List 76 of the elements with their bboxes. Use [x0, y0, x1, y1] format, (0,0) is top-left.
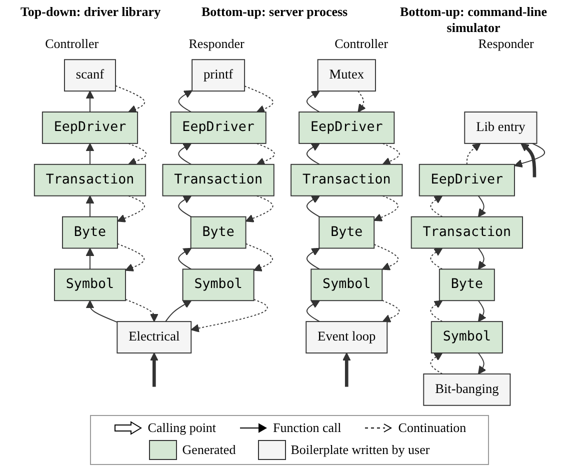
continuation-arrow	[358, 90, 366, 112]
role-label: Responder	[188, 36, 244, 52]
calling-point-arrow	[150, 352, 158, 387]
generated-box: Transaction	[290, 164, 403, 196]
boilerplate-box: Electrical	[116, 321, 192, 354]
column-heading: Top-down: driver library	[20, 4, 161, 21]
calling-point-arrow	[342, 352, 351, 387]
boilerplate-box: Event loop	[306, 321, 388, 354]
generated-box: Byte	[62, 216, 118, 249]
generated-box: Transaction	[162, 164, 274, 196]
legend-label: Function call	[273, 420, 342, 436]
calling-point-arrow	[520, 143, 536, 178]
role-label: Controller	[334, 36, 388, 52]
continuation-arrow	[190, 298, 268, 332]
function-call-arrow	[165, 300, 192, 322]
continuation-arrow	[244, 86, 274, 114]
role-label: Responder	[478, 36, 534, 52]
generated-box: Byte	[190, 216, 246, 249]
function-call-arrow	[86, 248, 94, 270]
generated-box: Byte	[318, 216, 375, 249]
generated-box: Transaction	[410, 216, 523, 249]
generated-box: EepDriver	[418, 164, 515, 196]
boilerplate-box: Bit-banging	[423, 373, 511, 406]
function-call-arrow	[178, 248, 192, 270]
continuation-arrow	[466, 143, 481, 165]
continuation-arrow	[125, 298, 158, 322]
continuation-arrow	[245, 195, 274, 222]
legend-label: Generated	[182, 442, 236, 458]
generated-box: Symbol	[430, 321, 503, 354]
continuation-arrow	[382, 300, 400, 322]
function-call-arrow	[514, 142, 546, 168]
continuation-arrow	[430, 352, 443, 374]
continuation-arrow	[115, 85, 146, 114]
boilerplate-box: Lib entry	[464, 112, 538, 144]
continuation-arrow	[374, 244, 399, 270]
function-call-arrow	[478, 300, 486, 322]
function-call-arrow	[478, 352, 486, 374]
continuation-arrow	[430, 195, 443, 218]
continuation-arrow	[430, 300, 443, 322]
legend-label: Continuation	[398, 420, 466, 436]
generated-box: Byte	[438, 268, 495, 302]
function-call-arrow	[86, 195, 94, 218]
function-call-arrow	[178, 143, 192, 165]
function-call-arrow	[86, 143, 94, 165]
function-call-arrow	[86, 90, 94, 112]
continuation-arrow	[128, 142, 147, 166]
function-call-arrow	[306, 143, 320, 165]
legend-label: Calling point	[148, 420, 216, 436]
function-call-arrow	[306, 248, 320, 270]
boilerplate-box: printf	[192, 59, 246, 92]
continuation-arrow	[245, 243, 273, 272]
generated-box: Symbol	[54, 268, 126, 302]
generated-box: Transaction	[34, 164, 146, 196]
column-heading: Bottom-up: command-line simulator	[399, 4, 548, 36]
column-heading: Bottom-up: server process	[202, 4, 348, 21]
boilerplate-box: scanf	[64, 59, 116, 92]
function-call-arrow	[478, 195, 486, 218]
continuation-arrow	[117, 195, 145, 222]
function-call-arrow	[86, 300, 118, 323]
function-call-arrow	[478, 248, 486, 270]
generated-box: Symbol	[182, 268, 254, 302]
continuation-arrow	[430, 248, 443, 270]
boilerplate-box: Mutex	[317, 59, 376, 92]
continuation-arrow	[382, 142, 400, 166]
continuation-arrow	[374, 195, 398, 222]
function-call-arrow	[178, 195, 192, 218]
legend-label: Boilerplate written by user	[290, 442, 430, 458]
generated-box: Symbol	[310, 268, 383, 302]
generated-box: EepDriver	[170, 112, 266, 144]
continuation-arrow	[256, 142, 275, 166]
function-call-arrow	[306, 300, 320, 322]
function-call-arrow	[306, 195, 320, 218]
generated-box: EepDriver	[298, 112, 395, 144]
generated-box: EepDriver	[42, 112, 138, 144]
role-label: Controller	[45, 36, 99, 52]
continuation-arrow	[117, 243, 145, 272]
